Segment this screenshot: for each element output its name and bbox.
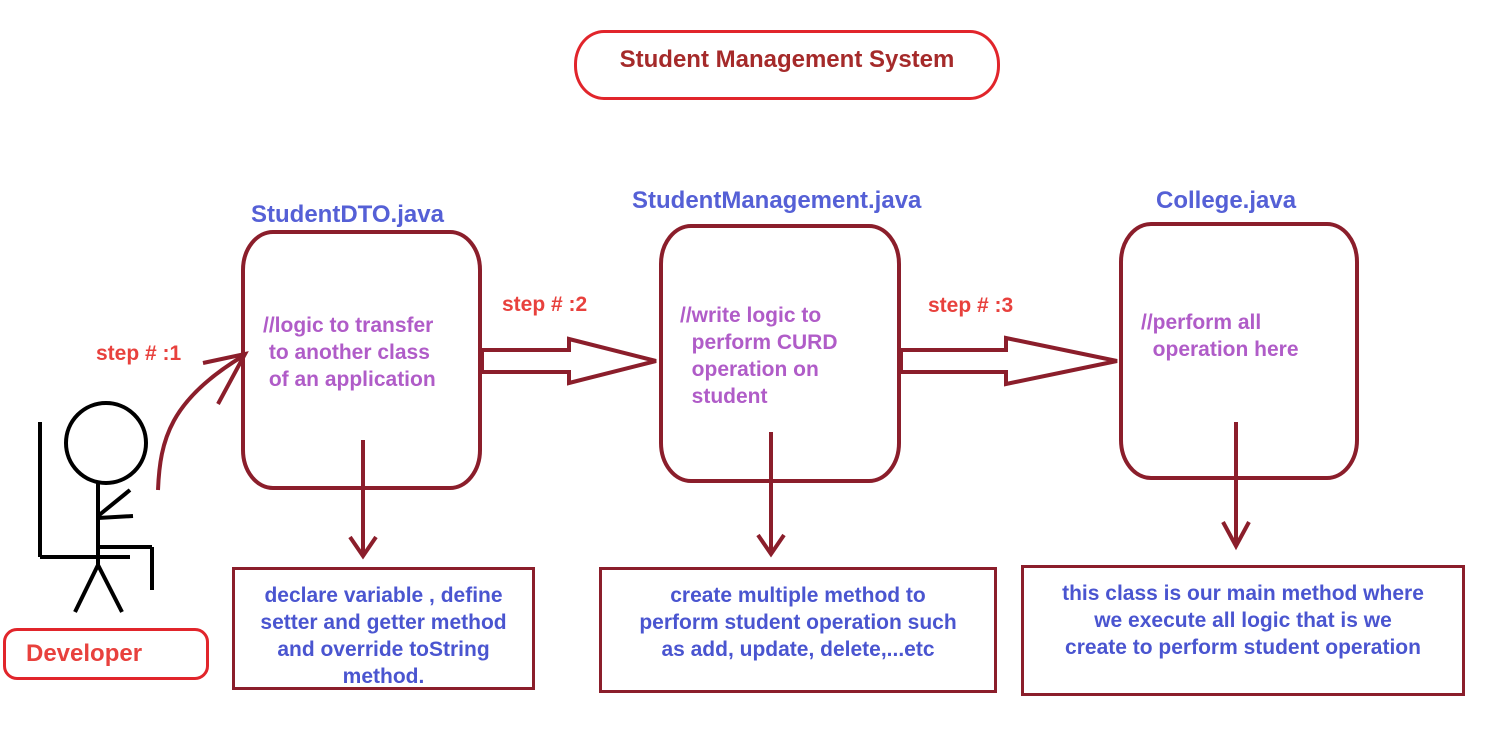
arrow-step-1 [156, 354, 245, 491]
note-studentmanagement: create multiple method to perform studen… [599, 567, 997, 693]
note-studentdto: declare variable , define setter and get… [232, 567, 535, 690]
down-arrow-1 [348, 440, 378, 560]
logic-text-studentmanagement: //write logic to perform CURD operation … [680, 304, 838, 408]
title-box [574, 30, 1000, 100]
step-label-2: step # :2 [502, 293, 588, 316]
note-college: this class is our main method where we e… [1021, 565, 1465, 696]
class-name-studentdto: StudentDTO.java [251, 201, 444, 228]
step-label-3: step # :3 [928, 294, 1014, 317]
developer-label-box [3, 628, 209, 680]
step-label-1: step # :1 [96, 342, 182, 365]
class-box-college [1119, 222, 1359, 480]
chair-icon [38, 422, 154, 590]
logic-text-studentdto: //logic to transfer to another class of … [263, 314, 436, 391]
arrow-step-1-head [202, 351, 249, 405]
down-arrow-2 [756, 432, 786, 558]
stick-figure-developer-icon [64, 401, 148, 613]
class-name-college: College.java [1156, 187, 1297, 214]
page-title: Student Management System [619, 46, 955, 73]
logic-text-college: //perform all operation here [1141, 311, 1299, 361]
arrow-step-2 [480, 336, 657, 386]
class-name-studentmanagement: StudentManagement.java [632, 187, 922, 214]
developer-label: Developer [26, 640, 143, 667]
arrow-step-3 [899, 335, 1118, 387]
down-arrow-3 [1221, 422, 1251, 551]
